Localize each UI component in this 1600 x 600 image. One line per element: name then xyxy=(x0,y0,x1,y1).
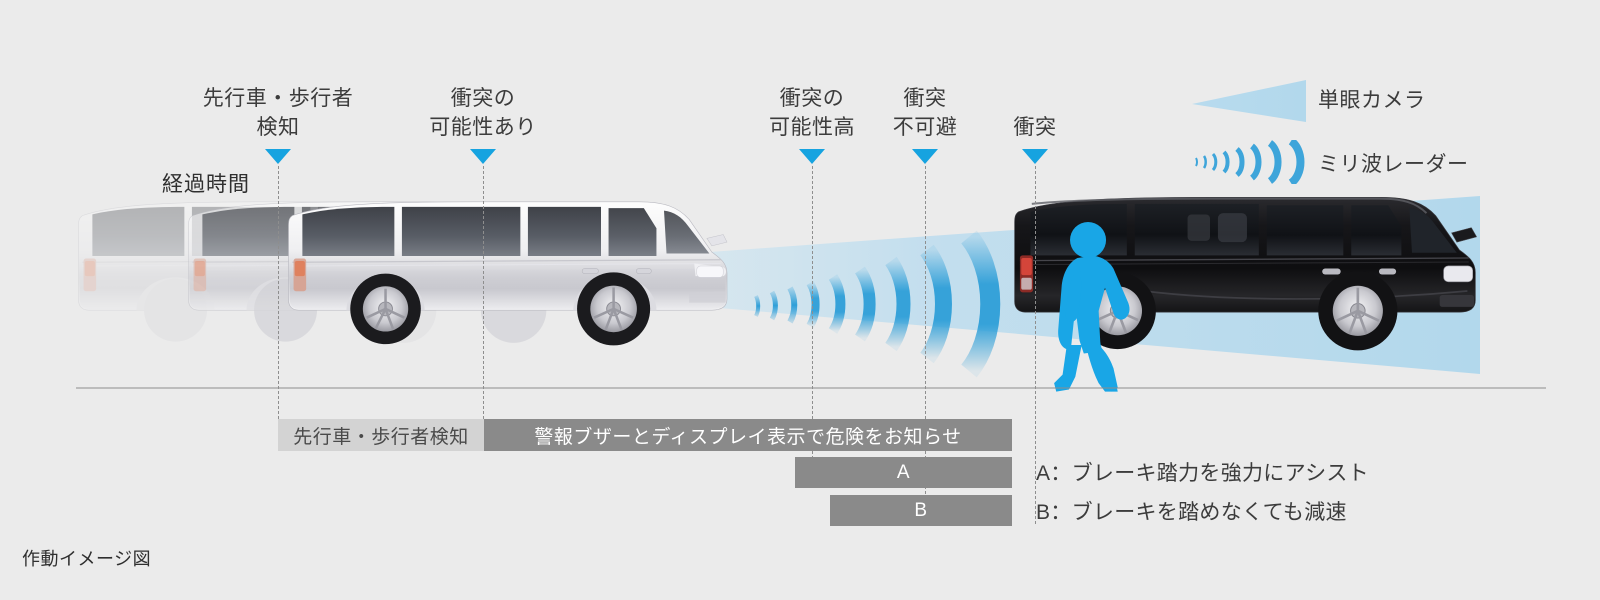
figure-caption: 作動イメージ図 xyxy=(22,549,152,569)
phase-label-detect: 先行車・歩行者 検知 xyxy=(202,87,354,139)
radar-waves-graphic xyxy=(754,230,1001,378)
bar-detect: 先行車・歩行者検知 xyxy=(278,419,484,451)
phase-marker-unavoidable xyxy=(912,149,938,164)
phase-marker-collision xyxy=(1022,149,1048,164)
note-b: B：ブレーキを踏めなくても減速 xyxy=(1036,501,1347,524)
phase-label-possible: 衝突の 可能性あり xyxy=(429,87,537,139)
phase-line-possible xyxy=(483,166,484,444)
phase-marker-possible xyxy=(470,149,496,164)
bar-warning-label: 警報ブザーとディスプレイ表示で危険をお知らせ xyxy=(534,426,962,448)
bar-detect-label: 先行車・歩行者検知 xyxy=(293,426,469,448)
bar-assist-a: A xyxy=(795,457,1012,488)
legend-label-radar: ミリ波レーダー xyxy=(1318,153,1469,176)
elapsed-time-label: 経過時間 xyxy=(162,173,250,196)
phase-label-high: 衝突の 可能性高 xyxy=(769,87,855,139)
note-a: A：ブレーキ踏力を強力にアシスト xyxy=(1036,462,1369,485)
phase-line-high xyxy=(812,166,813,484)
bar-assist-b-label: B xyxy=(914,499,928,521)
phase-marker-high xyxy=(799,149,825,164)
phase-line-unavoidable xyxy=(925,166,926,524)
phase-line-detect xyxy=(278,166,279,444)
pedestrian-silhouette xyxy=(1054,222,1130,392)
phase-label-collision: 衝突 xyxy=(1013,116,1057,139)
phase-marker-detect xyxy=(265,149,291,164)
host-vehicle-silver-van xyxy=(287,201,728,346)
bar-assist-a-label: A xyxy=(896,461,911,483)
radar-waves-icon xyxy=(1195,140,1305,184)
bar-warning: 警報ブザーとディスプレイ表示で危険をお知らせ xyxy=(484,419,1012,451)
phase-label-unavoidable: 衝突 不可避 xyxy=(892,87,958,139)
phase-line-collision xyxy=(1035,166,1036,524)
camera-cone-icon xyxy=(1192,80,1306,122)
bar-assist-b: B xyxy=(830,495,1012,526)
legend-label-camera: 単眼カメラ xyxy=(1318,89,1426,112)
